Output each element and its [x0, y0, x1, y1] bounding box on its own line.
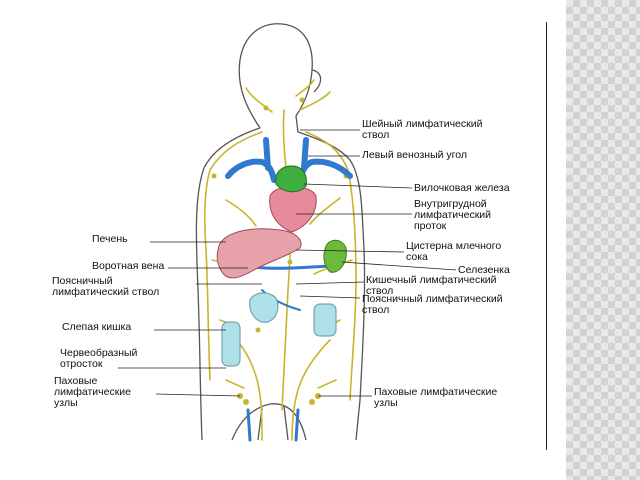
- label-lumbar-trunk-left: Поясничный лимфатический ствол: [52, 275, 160, 298]
- label-thoracic-duct: Внутригрудной лимфатический проток: [414, 198, 492, 232]
- label-portal-vein: Воротная вена: [92, 260, 165, 272]
- label-inguinal-nodes-right: Паховые лимфатические узлы: [374, 386, 498, 409]
- leader-lines: [118, 129, 457, 397]
- lymph-nodes: [211, 97, 349, 405]
- label-thymus: Вилочковая железа: [414, 182, 510, 194]
- label-lumbar-trunk-right: Поясничный лимфатический ствол: [362, 293, 503, 316]
- label-left-venous-angle: Левый венозный угол: [362, 149, 467, 161]
- label-appendix: Червеобразный отросток: [60, 347, 138, 370]
- frame-border-line: [546, 22, 547, 450]
- label-cervical-trunk: Шейный лимфатический ствол: [362, 118, 483, 141]
- spleen-shape: [323, 239, 347, 273]
- liver-shape: [216, 228, 302, 279]
- label-spleen: Селезенка: [458, 264, 510, 276]
- heart-shape: [269, 187, 317, 233]
- intestine-shape: [221, 292, 337, 367]
- label-inguinal-nodes-left: Паховые лимфатические узлы: [54, 375, 131, 409]
- label-cisterna-chyli: Цистерна млечного сока: [406, 240, 502, 263]
- label-cecum: Слепая кишка: [62, 321, 132, 333]
- label-liver: Печень: [92, 233, 128, 245]
- thymus-shape: [275, 165, 307, 193]
- checkered-side-panel: [566, 0, 640, 480]
- label-intestinal-trunk: Кишечный лимфатический ствол: [366, 274, 497, 297]
